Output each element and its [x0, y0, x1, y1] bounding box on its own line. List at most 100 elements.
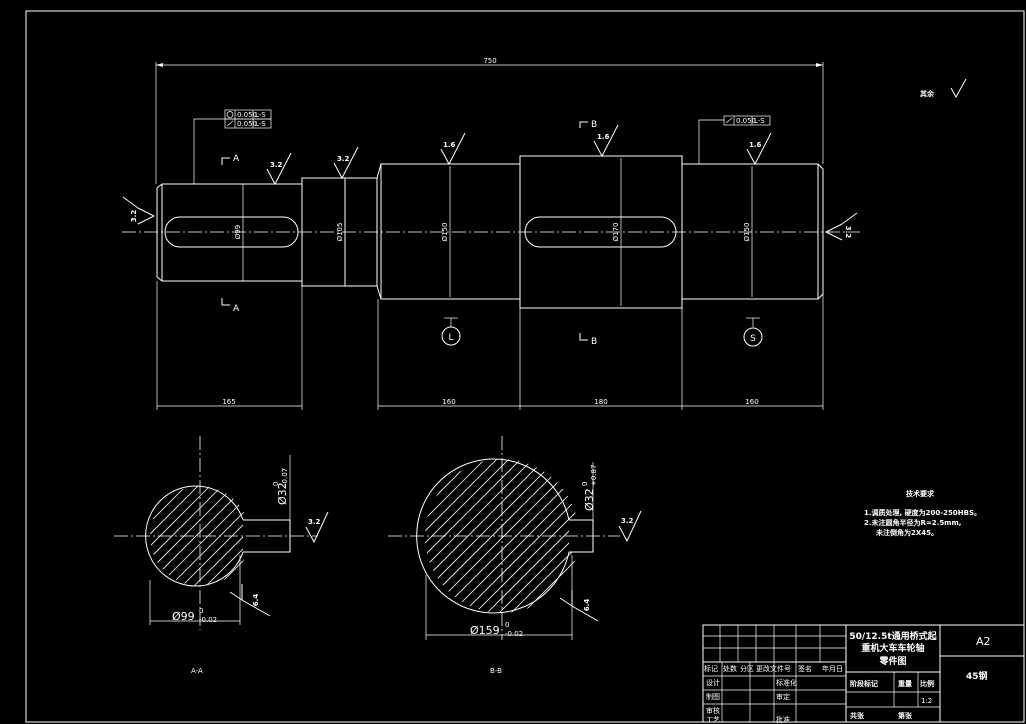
svg-text:-0.02: -0.02	[199, 616, 217, 624]
svg-text:重量: 重量	[898, 679, 912, 688]
svg-text:-0.02: -0.02	[505, 630, 523, 638]
roughness-symbol-right-end: 3.2	[824, 212, 858, 241]
svg-text:阶段标记: 阶段标记	[850, 679, 878, 688]
section-a-key-dim: Ø32	[276, 482, 289, 505]
svg-text:第张: 第张	[898, 711, 913, 720]
svg-text:3.2: 3.2	[621, 517, 634, 525]
diameter-label-2: Ø105	[336, 223, 344, 242]
roughness-symbol-2: 3.2	[333, 146, 359, 180]
roughness-symbol-left-end: 3.2	[122, 196, 156, 225]
svg-text:6.4: 6.4	[583, 599, 591, 612]
drawing-title-line-2: 重机大车车轮轴	[861, 642, 924, 654]
paper-size: A2	[976, 635, 991, 648]
technical-requirements: 技术要求 1.调质处理, 硬度为200-250HBS。 2.未注圆角半径为R=2…	[864, 489, 981, 537]
svg-text:批准: 批准	[776, 715, 790, 724]
roughness-section-a-bottom: 6.4	[229, 584, 271, 617]
svg-text:审定: 审定	[776, 692, 790, 701]
roughness-section-a: 3.2	[305, 511, 329, 544]
roughness-symbol-5: 1.6	[746, 132, 772, 166]
roughness-section-b-bottom: 6.4	[559, 590, 599, 622]
svg-text:L-S: L-S	[255, 120, 266, 128]
tech-req-line-1: 1.调质处理, 硬度为200-250HBS。	[864, 508, 981, 517]
section-view-a: Ø99 0 -0.02 Ø32 0 -0.07 3.2 6.4 A-A	[114, 436, 329, 675]
svg-text:3.2: 3.2	[337, 155, 350, 163]
section-b-width-dim: Ø159	[470, 624, 500, 637]
svg-text:分区: 分区	[740, 664, 754, 673]
seg2-length-label: 160	[442, 398, 455, 406]
svg-text:共张: 共张	[850, 711, 865, 720]
datum-symbol-right: S	[743, 317, 763, 347]
svg-text:标准化: 标准化	[776, 678, 797, 687]
material: 45钢	[966, 670, 988, 682]
svg-text:-0.07: -0.07	[281, 468, 289, 486]
section-a-view-label: A-A	[191, 667, 203, 675]
keyway-right	[524, 216, 677, 248]
svg-text:L: L	[448, 333, 453, 343]
svg-text:设计: 设计	[706, 678, 720, 687]
diameter-label-3: Ø150	[441, 223, 449, 242]
svg-text:3.2: 3.2	[308, 518, 321, 526]
tech-req-title: 技术要求	[906, 489, 935, 498]
section-b-bottom-label: B	[591, 337, 597, 347]
svg-text:更改文件号: 更改文件号	[756, 664, 791, 673]
section-a-bottom-label: A	[233, 304, 240, 314]
shaft-main-view: Ø99 Ø105 Ø150 Ø170 Ø150 750 165 160 180 …	[122, 57, 967, 410]
tolerance-frame-right: 0.050 L-S	[698, 115, 771, 164]
diameter-label-4: Ø170	[612, 223, 620, 242]
section-b-top-label: B	[591, 120, 597, 130]
svg-text:6.4: 6.4	[252, 594, 260, 607]
title-block: 标记 处数 分区 更改文件号 签名 年月日 设计 制图 审核 工艺 标准化 审定…	[702, 624, 1025, 724]
svg-text:签名: 签名	[798, 664, 812, 673]
section-view-b: Ø159 0 -0.02 Ø32 0 +0.87 3.2 6.4 B-B	[388, 436, 642, 675]
section-a-width-dim: Ø99	[172, 610, 195, 623]
svg-text:3.2: 3.2	[270, 161, 283, 169]
scale-value: 1:2	[921, 697, 932, 705]
svg-text:+0.87: +0.87	[590, 465, 598, 486]
svg-text:1.6: 1.6	[597, 133, 610, 141]
roughness-symbol-4: 1.6	[593, 124, 619, 158]
section-b-view-label: B-B	[490, 667, 502, 675]
svg-text:0.050: 0.050	[237, 111, 257, 119]
datum-symbol-left: L	[441, 317, 461, 346]
svg-text:0.050: 0.050	[736, 117, 756, 125]
svg-text:处数: 处数	[723, 664, 737, 673]
svg-text:工艺: 工艺	[706, 716, 720, 724]
drawing-border	[25, 10, 1025, 723]
seg1-length-label: 165	[222, 398, 235, 406]
section-a-top-label: A	[233, 154, 240, 164]
drawing-title-line-3: 零件图	[878, 655, 906, 667]
svg-text:3.2: 3.2	[844, 226, 852, 239]
svg-text:标记: 标记	[704, 664, 718, 673]
tech-req-line-2: 2.未注圆角半径为R=2.5mm,	[864, 518, 961, 527]
diameter-label-5: Ø150	[743, 223, 751, 242]
svg-text:0.050: 0.050	[237, 120, 257, 128]
keyway-left	[164, 216, 299, 248]
svg-text:0: 0	[199, 607, 203, 615]
svg-text:L-S: L-S	[255, 111, 266, 119]
seg4-length-label: 160	[745, 398, 758, 406]
svg-text:制图: 制图	[706, 692, 720, 701]
svg-text:S: S	[750, 334, 756, 344]
svg-text:年月日: 年月日	[822, 664, 843, 673]
roughness-symbol-3: 1.6	[440, 132, 466, 166]
svg-text:1.6: 1.6	[749, 141, 762, 149]
section-b-key-dim: Ø32	[583, 488, 596, 511]
tech-req-line-3: 未注倒角为2X45。	[876, 528, 938, 537]
svg-text:比例: 比例	[920, 679, 934, 688]
roughness-other-note: 其余	[920, 78, 967, 99]
seg3-length-label: 180	[594, 398, 607, 406]
roughness-section-b: 3.2	[618, 510, 642, 543]
overall-length-label: 750	[483, 57, 496, 65]
drawing-title-line-1: 50/12.5t通用桥式起	[849, 630, 937, 642]
svg-text:其余: 其余	[920, 89, 935, 98]
svg-text:L-S: L-S	[754, 117, 765, 125]
svg-text:3.2: 3.2	[130, 210, 138, 223]
svg-text:1.6: 1.6	[443, 141, 456, 149]
diameter-label-1: Ø99	[234, 225, 242, 239]
svg-text:0: 0	[272, 482, 280, 486]
svg-text:0: 0	[505, 621, 509, 629]
svg-text:审核: 审核	[706, 706, 720, 715]
tolerance-frame-left: 0.050 L-S 0.050 L-S	[193, 109, 272, 184]
roughness-symbol-1: 3.2	[266, 152, 292, 186]
